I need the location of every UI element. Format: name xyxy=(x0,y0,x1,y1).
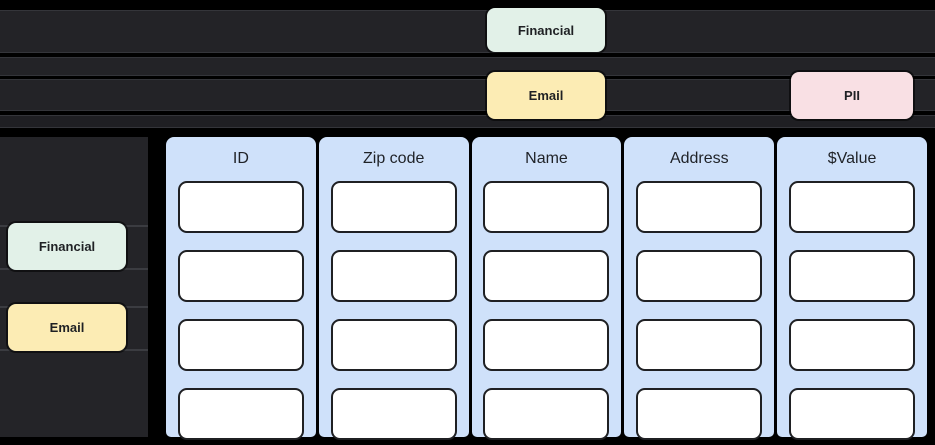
table-cell xyxy=(636,388,763,440)
table-cell xyxy=(483,388,610,440)
tag-pii-row: PII xyxy=(791,72,913,119)
sidebar-panel xyxy=(0,137,148,437)
table-cell xyxy=(636,181,763,233)
table-cell xyxy=(330,388,457,440)
data-row-band-1 xyxy=(0,10,935,53)
table-columns: ID Zip code Name Address xyxy=(166,137,927,440)
table-cell xyxy=(483,319,610,371)
data-row-band-3 xyxy=(0,79,935,111)
column-header: ID xyxy=(232,150,249,167)
table-cell xyxy=(177,181,304,233)
column-value: $Value xyxy=(777,137,927,440)
table-cell xyxy=(789,181,916,233)
tag-financial-row: Financial xyxy=(487,8,605,52)
data-row-band-2 xyxy=(0,57,935,76)
column-header: $Value xyxy=(827,150,877,167)
table-cell xyxy=(483,250,610,302)
table-cell xyxy=(330,250,457,302)
table-cell xyxy=(177,319,304,371)
table-cell xyxy=(330,319,457,371)
column-header: Zip code xyxy=(363,150,425,167)
column-header: Name xyxy=(525,150,568,167)
table-cell xyxy=(789,250,916,302)
column-header: Address xyxy=(669,150,729,167)
sidebar-tag-financial: Financial xyxy=(8,223,126,270)
column-name: Name xyxy=(471,137,622,440)
table-cell xyxy=(636,250,763,302)
column-zip-code: Zip code xyxy=(318,137,469,440)
table-cell xyxy=(177,388,304,440)
table-cell xyxy=(330,181,457,233)
table-cell xyxy=(789,388,916,440)
data-row-band-4 xyxy=(0,115,935,128)
tag-email-row: Email xyxy=(487,72,605,119)
table-cell xyxy=(789,319,916,371)
table-cell xyxy=(177,250,304,302)
table-cell xyxy=(483,181,610,233)
column-id: ID xyxy=(166,137,316,440)
column-address: Address xyxy=(624,137,775,440)
table-cell xyxy=(636,319,763,371)
sidebar-tag-email: Email xyxy=(8,304,126,351)
